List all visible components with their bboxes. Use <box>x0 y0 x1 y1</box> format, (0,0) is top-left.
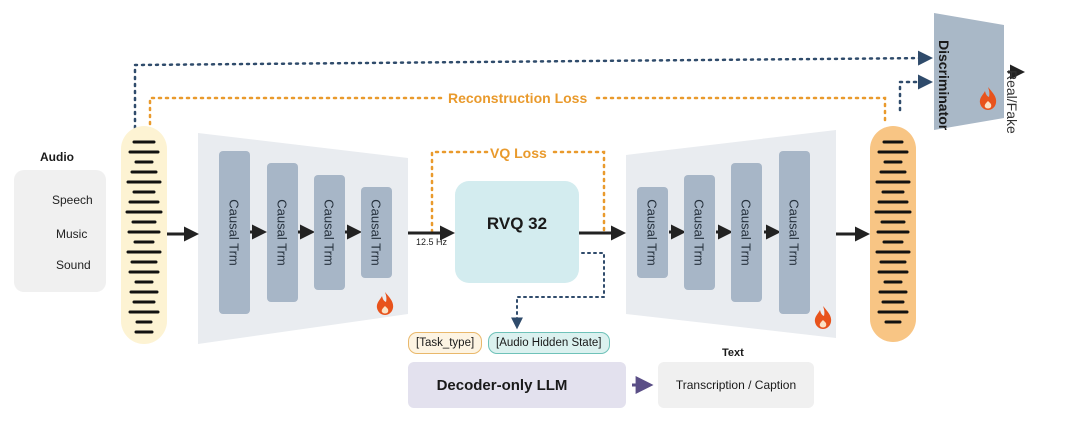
vq-loss-line-right <box>552 150 606 234</box>
recon-loss-line-right <box>595 96 887 126</box>
decoder-only-llm: Decoder-only LLM <box>408 362 626 408</box>
discriminator-label: Discriminator <box>936 40 952 131</box>
encoder-block-3: Causal Trm <box>314 175 345 290</box>
music-label: Music <box>56 227 88 241</box>
audio-source-panel <box>14 170 106 292</box>
output-to-discriminator-path <box>898 74 933 112</box>
reconstruction-loss-label: Reconstruction Loss <box>448 90 588 106</box>
text-output-title: Text <box>722 347 744 359</box>
output-waveform-pill <box>870 126 916 342</box>
input-to-discriminator-path <box>133 50 933 130</box>
task-type-token: [Task_type] <box>408 332 483 354</box>
encoder-block-4: Causal Trm <box>361 187 392 278</box>
encoder-block-1: Causal Trm <box>219 151 250 314</box>
vq-loss-line-left <box>430 150 490 234</box>
real-fake-label: Real/Fake <box>1004 70 1020 134</box>
audio-title: Audio <box>40 150 74 164</box>
vq-loss-label: VQ Loss <box>490 145 547 161</box>
decoder-block-4: Causal Trm <box>779 151 810 314</box>
rvq-to-llm-path <box>511 252 605 330</box>
audio-hidden-state-token: [Audio Hidden State] <box>488 332 610 354</box>
encoder-block-2: Causal Trm <box>267 163 298 302</box>
decoder-block-3: Causal Trm <box>731 163 762 302</box>
text-output-box: Transcription / Caption <box>658 362 814 408</box>
recon-loss-line-left <box>148 96 447 126</box>
decoder-block-1: Causal Trm <box>637 187 668 278</box>
rvq-quantizer: RVQ 32 <box>455 181 579 283</box>
output-waveform-bars <box>874 140 912 324</box>
speech-label: Speech <box>52 193 93 207</box>
sound-label: Sound <box>56 258 91 272</box>
input-waveform-bars <box>125 140 163 334</box>
frame-rate-label: 12.5 Hz <box>416 237 448 247</box>
decoder-block-2: Causal Trm <box>684 175 715 290</box>
